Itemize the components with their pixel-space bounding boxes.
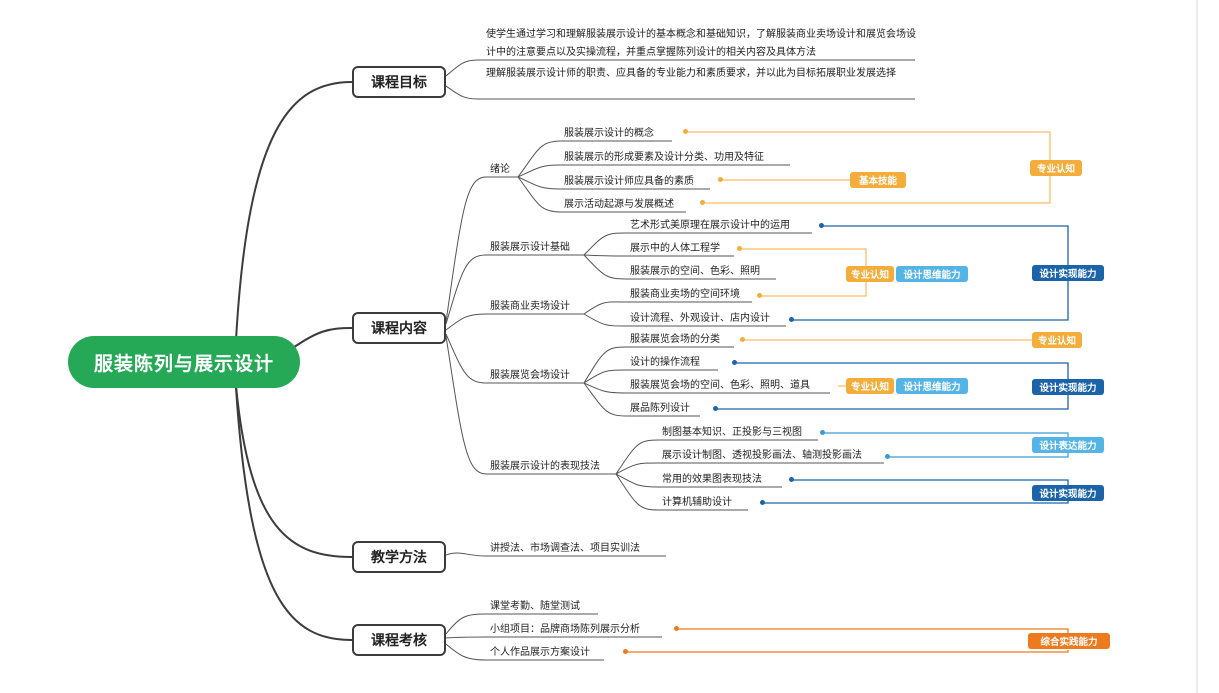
link-dot bbox=[683, 129, 688, 134]
page-edge bbox=[1196, 0, 1198, 693]
tag-design-realization[interactable]: 设计实现能力 bbox=[1032, 379, 1104, 395]
tag-comprehensive[interactable]: 综合实践能力 bbox=[1028, 633, 1110, 649]
basics-item[interactable]: 展示中的人体工程学 bbox=[630, 243, 720, 254]
tag-design-expression[interactable]: 设计表达能力 bbox=[1032, 437, 1104, 453]
link-dot bbox=[713, 406, 718, 411]
link-dot bbox=[740, 337, 745, 342]
tag-professional[interactable]: 专业认知 bbox=[846, 378, 894, 394]
tag-basic-skill[interactable]: 基本技能 bbox=[850, 172, 906, 188]
topic-teaching-methods[interactable]: 教学方法 bbox=[352, 541, 446, 573]
retail-item[interactable]: 服装商业卖场的空间环境 bbox=[630, 289, 740, 300]
tag-professional[interactable]: 专业认知 bbox=[1030, 160, 1082, 176]
intro-item[interactable]: 服装展示设计师应具备的素质 bbox=[564, 176, 694, 187]
basics-item[interactable]: 服装展示的空间、色彩、照明 bbox=[630, 266, 760, 277]
link-dot bbox=[789, 317, 794, 322]
topic-course-content[interactable]: 课程内容 bbox=[352, 312, 446, 344]
link-dot bbox=[757, 293, 762, 298]
topic-course-goals[interactable]: 课程目标 bbox=[352, 66, 446, 98]
tag-design-thinking[interactable]: 设计思维能力 bbox=[896, 266, 968, 282]
exhibition-item[interactable]: 服装展览会场的分类 bbox=[630, 334, 720, 345]
goal-item[interactable]: 使学生通过学习和理解服装展示设计的基本概念和基础知识，了解服装商业卖场设计和展览… bbox=[486, 29, 916, 58]
link-dot bbox=[820, 430, 825, 435]
intro-item[interactable]: 服装展示的形成要素及设计分类、功用及特征 bbox=[564, 152, 764, 163]
link-dot bbox=[700, 200, 705, 205]
tag-professional[interactable]: 专业认知 bbox=[1032, 332, 1082, 348]
link-dot bbox=[819, 223, 824, 228]
subtopic-basics[interactable]: 服装展示设计基础 bbox=[490, 242, 570, 253]
root-topic[interactable]: 服装陈列与展示设计 bbox=[68, 336, 300, 388]
assessment-item[interactable]: 小组项目：品牌商场陈列展示分析 bbox=[490, 624, 640, 635]
exhibition-item[interactable]: 服装展览会场的空间、色彩、照明、道具 bbox=[630, 380, 810, 391]
tag-design-realization[interactable]: 设计实现能力 bbox=[1032, 265, 1104, 281]
link-dot bbox=[789, 477, 794, 482]
link-dot bbox=[732, 360, 737, 365]
link-dot bbox=[718, 177, 723, 182]
method-item[interactable]: 讲授法、市场调查法、项目实训法 bbox=[490, 543, 640, 554]
intro-item[interactable]: 展示活动起源与发展概述 bbox=[564, 199, 674, 210]
tag-professional[interactable]: 专业认知 bbox=[846, 266, 894, 282]
link-dot bbox=[674, 626, 679, 631]
technique-item[interactable]: 制图基本知识、正投影与三视图 bbox=[662, 427, 802, 438]
exhibition-item[interactable]: 设计的操作流程 bbox=[630, 357, 700, 368]
technique-item[interactable]: 常用的效果图表现技法 bbox=[662, 474, 762, 485]
link-dot bbox=[885, 454, 890, 459]
subtopic-retail[interactable]: 服装商业卖场设计 bbox=[490, 301, 570, 312]
intro-item[interactable]: 服装展示设计的概念 bbox=[564, 128, 654, 139]
subtopic-techniques[interactable]: 服装展示设计的表现技法 bbox=[490, 461, 600, 472]
subtopic-intro[interactable]: 绪论 bbox=[490, 164, 510, 175]
link-dot bbox=[737, 246, 742, 251]
tag-design-realization[interactable]: 设计实现能力 bbox=[1032, 485, 1104, 501]
basics-item[interactable]: 艺术形式美原理在展示设计中的运用 bbox=[630, 220, 790, 231]
tag-design-thinking[interactable]: 设计思维能力 bbox=[896, 378, 968, 394]
link-dot bbox=[760, 500, 765, 505]
assessment-item[interactable]: 个人作品展示方案设计 bbox=[490, 647, 590, 658]
technique-item[interactable]: 展示设计制图、透视投影画法、轴测投影画法 bbox=[662, 450, 862, 461]
retail-item[interactable]: 设计流程、外观设计、店内设计 bbox=[630, 313, 770, 324]
technique-item[interactable]: 计算机辅助设计 bbox=[662, 497, 732, 508]
exhibition-item[interactable]: 展品陈列设计 bbox=[630, 403, 690, 414]
goal-item[interactable]: 理解服装展示设计师的职责、应具备的专业能力和素质要求，并以此为目标拓展职业发展选… bbox=[486, 68, 896, 79]
subtopic-exhibition[interactable]: 服装展览会场设计 bbox=[490, 370, 570, 381]
topic-assessment[interactable]: 课程考核 bbox=[352, 624, 446, 656]
link-dot bbox=[623, 649, 628, 654]
assessment-item[interactable]: 课堂考勤、随堂测试 bbox=[490, 601, 580, 612]
